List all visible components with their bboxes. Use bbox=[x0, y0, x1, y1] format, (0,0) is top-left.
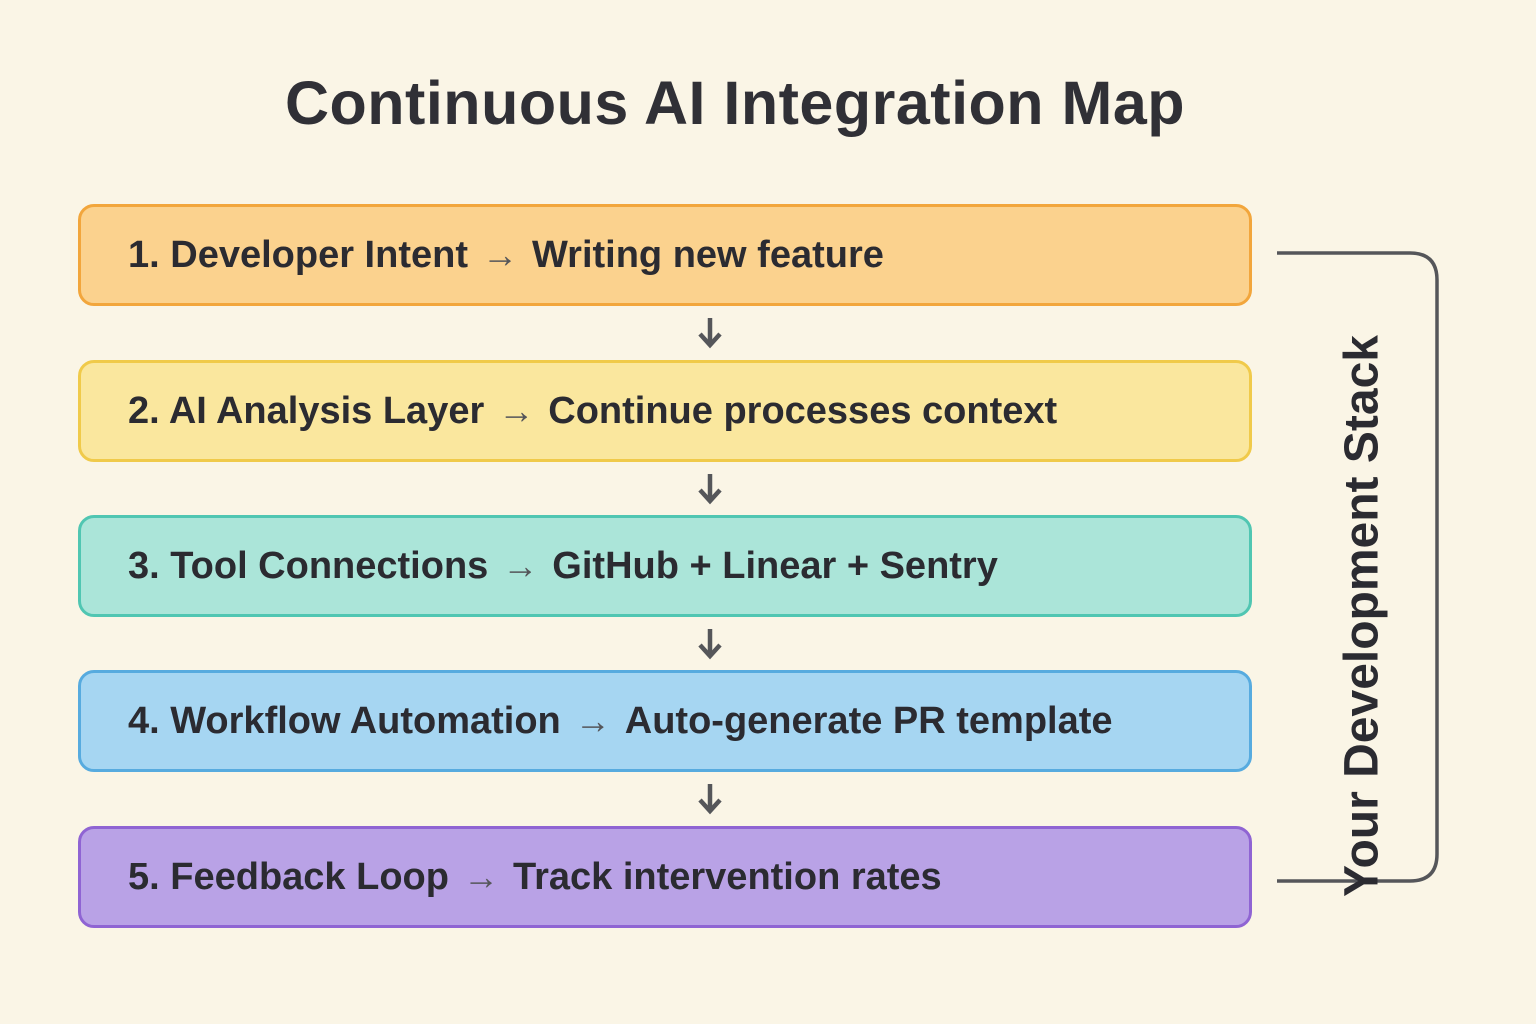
right-arrow-glyph: → bbox=[502, 545, 539, 586]
right-arrow-glyph: → bbox=[462, 856, 499, 897]
right-arrow-glyph: → bbox=[481, 234, 518, 275]
step-detail: Track intervention rates bbox=[512, 855, 942, 898]
step-label: 3. Tool Connections bbox=[128, 544, 489, 587]
down-arrow-icon bbox=[698, 318, 722, 349]
step-detail: GitHub + Linear + Sentry bbox=[552, 544, 998, 587]
step-detail: Auto-generate PR template bbox=[624, 699, 1113, 742]
step-box-ai-analysis-layer: 2. AI Analysis Layer → Continue processe… bbox=[78, 360, 1252, 462]
step-label: 4. Workflow Automation bbox=[128, 699, 561, 742]
stack-bracket-label: Your Development Stack bbox=[1335, 335, 1389, 897]
step-label: 5. Feedback Loop bbox=[128, 855, 449, 898]
step-label: 2. AI Analysis Layer bbox=[128, 389, 485, 432]
step-detail: Continue processes context bbox=[548, 389, 1058, 432]
down-arrow-icon bbox=[698, 784, 722, 815]
step-label: 1. Developer Intent bbox=[128, 233, 468, 276]
down-arrow-icon bbox=[698, 629, 722, 660]
step-box-feedback-loop: 5. Feedback Loop → Track intervention ra… bbox=[78, 826, 1252, 928]
step-box-tool-connections: 3. Tool Connections → GitHub + Linear + … bbox=[78, 515, 1252, 617]
page-title: Continuous AI Integration Map bbox=[284, 69, 1186, 137]
step-box-developer-intent: 1. Developer Intent → Writing new featur… bbox=[78, 204, 1252, 306]
down-arrow-icon bbox=[698, 474, 722, 505]
right-arrow-glyph: → bbox=[498, 390, 535, 431]
step-detail: Writing new feature bbox=[531, 233, 884, 276]
right-arrow-glyph: → bbox=[574, 700, 611, 741]
step-box-workflow-automation: 4. Workflow Automation → Auto-generate P… bbox=[78, 670, 1252, 772]
